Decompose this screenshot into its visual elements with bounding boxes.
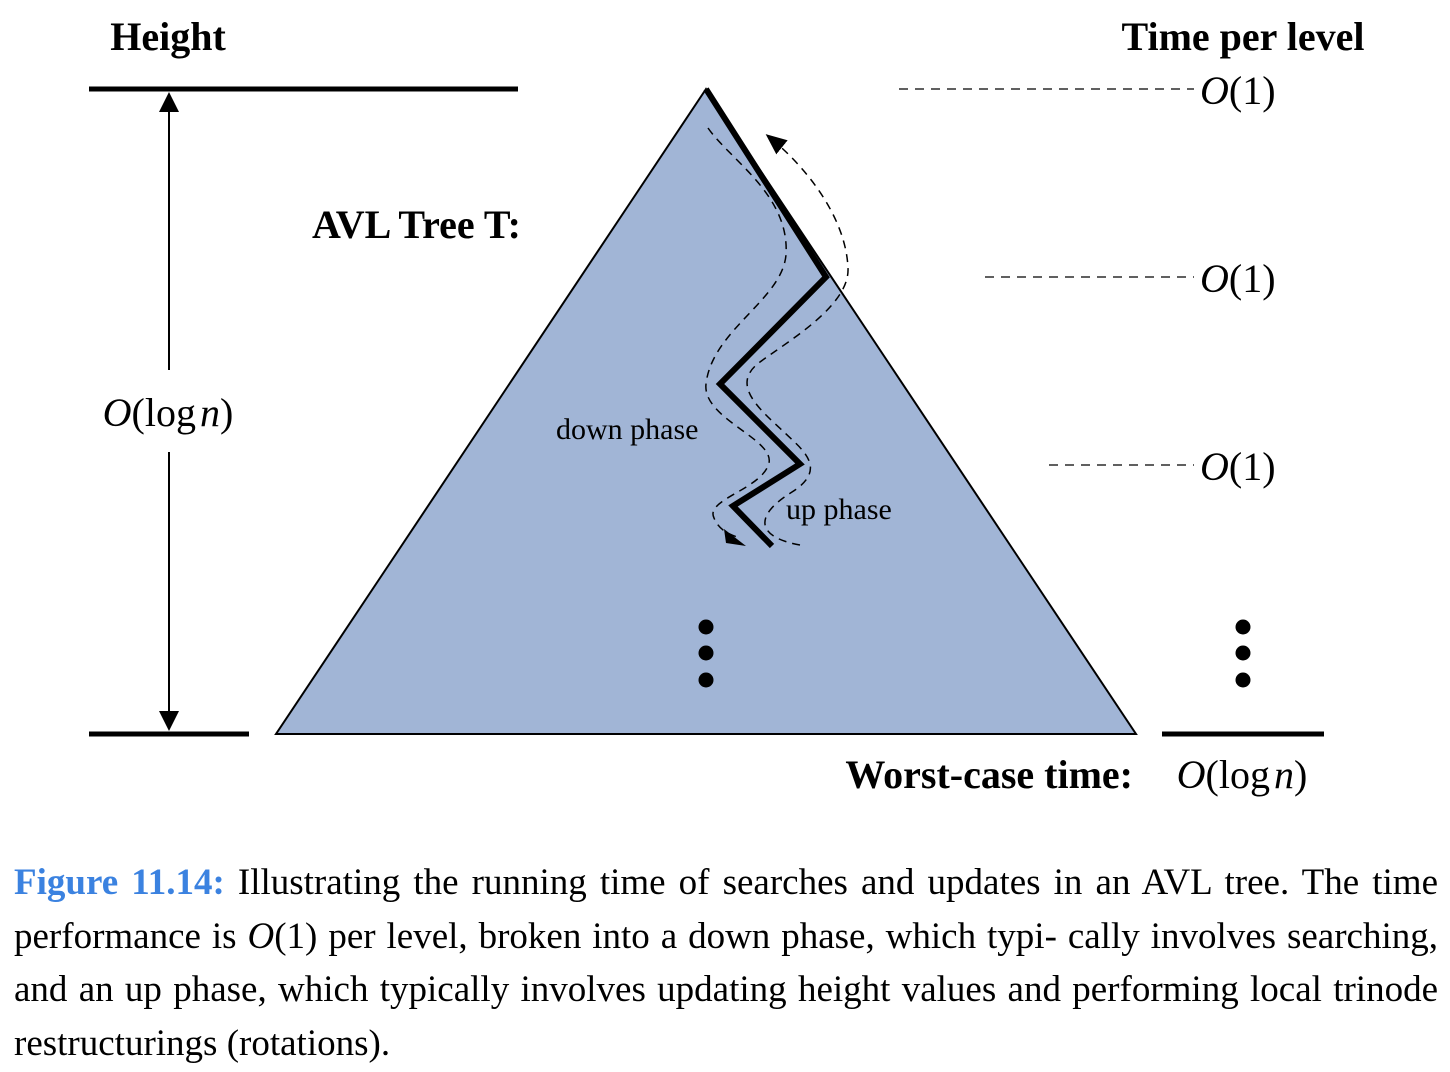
caption-math-arg: (1) [274,915,318,957]
caption-math-o: O [247,915,275,957]
figure-number: Figure 11.14: [14,862,225,903]
down-phase-dashed-path [705,127,787,539]
height-header: Height [110,14,226,59]
search-path-zigzag [703,87,830,549]
time-per-level-header: Time per level [1122,14,1365,59]
level-cost-3: O(1) [1200,444,1276,489]
caption-text-1: Illustrating the running time of searche… [14,862,1438,957]
time-ellipsis [1235,619,1251,688]
down-phase-arrowhead [724,529,746,546]
avl-tree-label: AVL Tree T: [312,202,521,247]
figure-caption: Figure 11.14: Illustrating the running t… [14,856,1438,1070]
up-phase-label: up phase [786,493,892,526]
avl-tree-triangle [274,87,1138,735]
down-phase-label: down phase [556,413,698,446]
level-cost-2: O(1) [1200,256,1276,301]
worst-case-label: Worst-case time: [845,752,1133,797]
caption-text-2: per level, broken into a down phase, whi… [14,915,1438,1064]
tree-ellipsis [698,619,714,688]
level-cost-1: O(1) [1200,68,1276,113]
